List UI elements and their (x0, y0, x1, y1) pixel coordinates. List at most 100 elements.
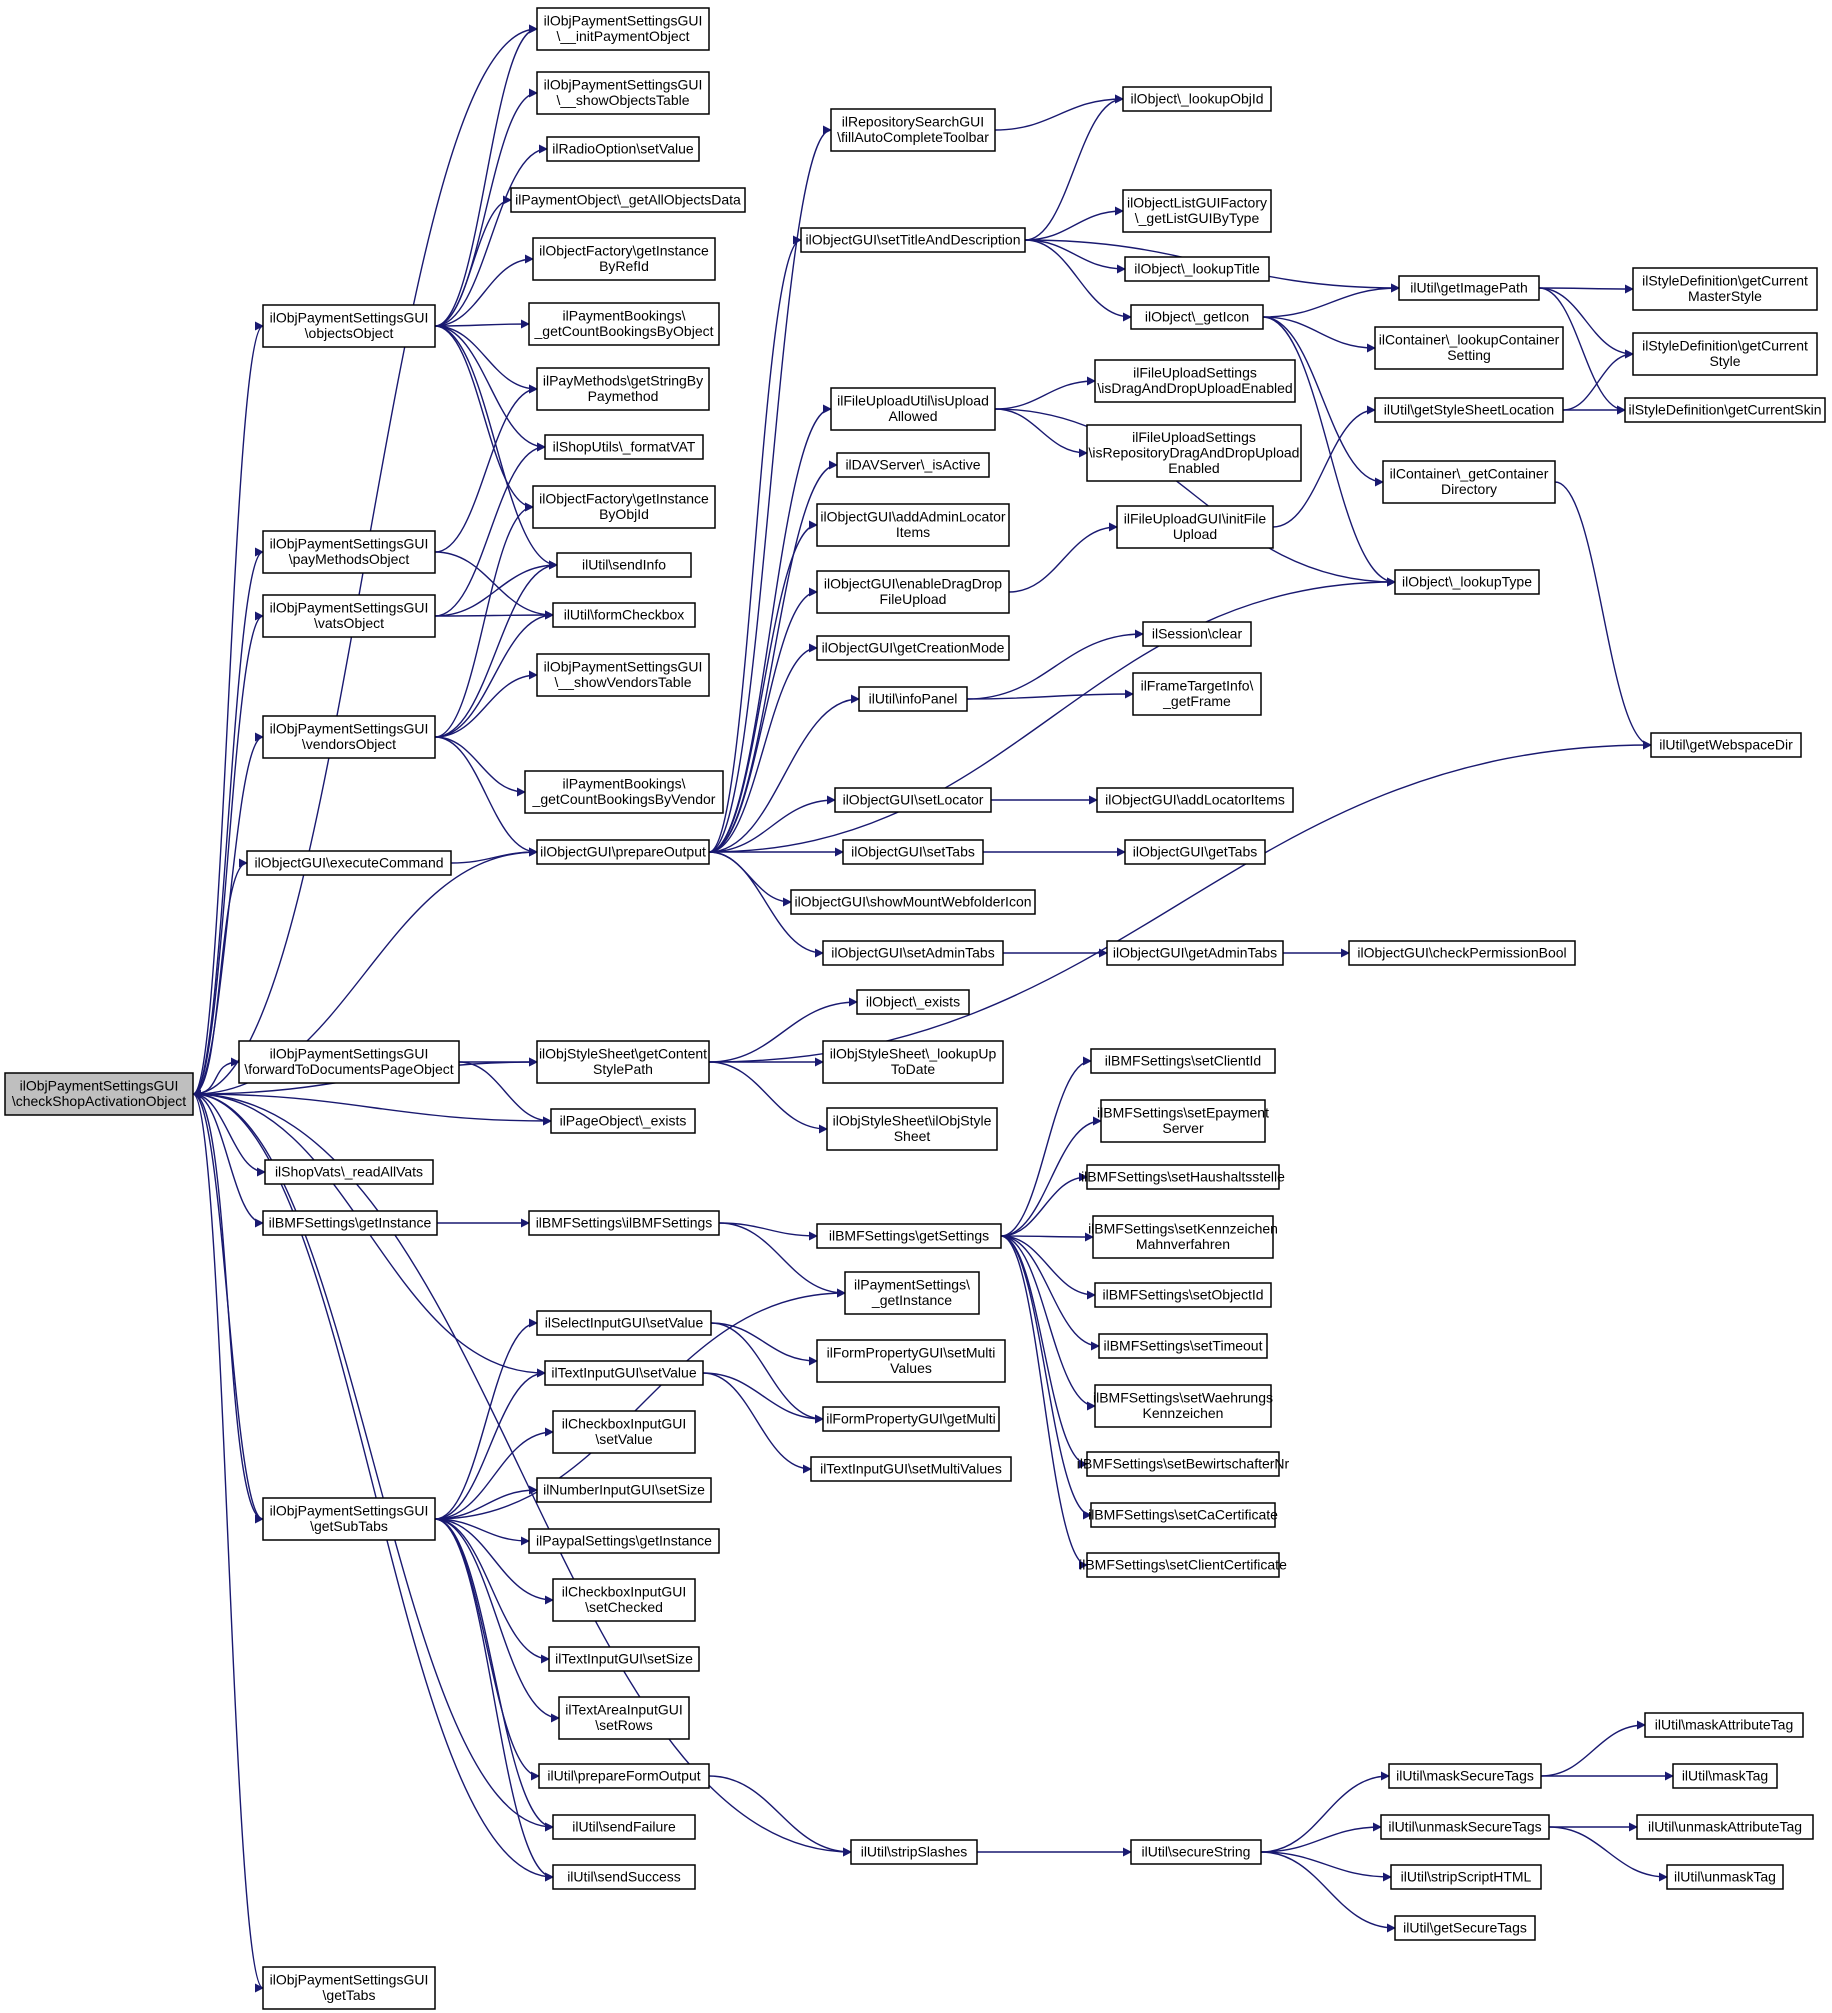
node-textSetValue[interactable]: ilTextInputGUI\setValue (544, 1360, 704, 1386)
node-formatVAT[interactable]: ilShopUtils\_formatVAT (544, 434, 704, 460)
node-infoPanel[interactable]: ilUtil\infoPanel (858, 686, 968, 712)
node-textAreaRows[interactable]: ilTextAreaInputGUI\setRows (558, 1696, 690, 1740)
node-stripSlashes[interactable]: ilUtil\stripSlashes (850, 1839, 978, 1865)
node-vendorsObject[interactable]: ilObjPaymentSettingsGUI\vendorsObject (262, 715, 436, 759)
node-paypalInst[interactable]: ilPaypalSettings\getInstance (528, 1528, 720, 1554)
node-bmfCtor[interactable]: ilBMFSettings\ilBMFSettings (528, 1210, 720, 1236)
node-unmaskAttr[interactable]: ilUtil\unmaskAttributeTag (1636, 1814, 1814, 1840)
node-secureString[interactable]: ilUtil\secureString (1130, 1839, 1262, 1865)
node-unmaskSecure[interactable]: ilUtil\unmaskSecureTags (1380, 1814, 1550, 1840)
node-showVendTable[interactable]: ilObjPaymentSettingsGUI\__showVendorsTab… (536, 653, 710, 697)
node-lookupObjId[interactable]: ilObject\_lookupObjId (1122, 86, 1272, 112)
node-lookupTitle[interactable]: ilObject\_lookupTitle (1124, 256, 1270, 282)
node-radioSetValue[interactable]: ilRadioOption\setValue (546, 136, 700, 162)
node-countBookObj[interactable]: ilPaymentBookings\_getCountBookingsByObj… (528, 302, 720, 346)
node-checkboxChecked[interactable]: ilCheckboxInputGUI\setChecked (552, 1578, 696, 1622)
node-setClientId[interactable]: ilBMFSettings\setClientId (1090, 1048, 1276, 1074)
node-readVats[interactable]: ilShopVats\_readAllVats (264, 1159, 434, 1185)
node-setObjectId[interactable]: ilBMFSettings\setObjectId (1094, 1282, 1272, 1308)
node-pageExists[interactable]: ilPageObject\_exists (550, 1108, 696, 1134)
node-lookupType[interactable]: ilObject\_lookupType (1394, 569, 1540, 595)
node-getAdminTabs[interactable]: ilObjectGUI\getAdminTabs (1106, 940, 1284, 966)
node-checkboxSetValue[interactable]: ilCheckboxInputGUI\setValue (552, 1410, 696, 1454)
node-root[interactable]: ilObjPaymentSettingsGUI\checkShopActivat… (4, 1072, 194, 1116)
node-getCreationMode[interactable]: ilObjectGUI\getCreationMode (816, 635, 1010, 661)
node-setTimeout[interactable]: ilBMFSettings\setTimeout (1098, 1333, 1268, 1359)
node-initPayment[interactable]: ilObjPaymentSettingsGUI\__initPaymentObj… (536, 7, 710, 51)
node-execCmd[interactable]: ilObjectGUI\executeCommand (246, 850, 452, 876)
node-getSecureTags[interactable]: ilUtil\getSecureTags (1394, 1915, 1536, 1941)
node-bmfGetInst[interactable]: ilBMFSettings\getInstance (262, 1210, 438, 1236)
node-bmfGetSettings[interactable]: ilBMFSettings\getSettings (816, 1223, 1002, 1249)
node-selectSetValue[interactable]: ilSelectInputGUI\setValue (536, 1310, 712, 1336)
node-sessClear[interactable]: ilSession\clear (1142, 621, 1252, 647)
node-setTitleDesc[interactable]: ilObjectGUI\setTitleAndDescription (800, 227, 1026, 253)
node-sendSuccess[interactable]: ilUtil\sendSuccess (552, 1864, 696, 1890)
node-setMultiValues[interactable]: ilFormPropertyGUI\setMultiValues (816, 1339, 1006, 1383)
node-getTabs[interactable]: ilObjPaymentSettingsGUI\getTabs (262, 1966, 436, 2010)
node-objectsObject[interactable]: ilObjPaymentSettingsGUI\objectsObject (262, 304, 436, 348)
node-formCheckbox[interactable]: ilUtil\formCheckbox (552, 602, 696, 628)
node-getSubTabs[interactable]: ilObjPaymentSettingsGUI\getSubTabs (262, 1497, 436, 1541)
node-countBookVend[interactable]: ilPaymentBookings\_getCountBookingsByVen… (524, 770, 724, 814)
node-objExists[interactable]: ilObject\_exists (856, 989, 970, 1015)
node-stripScript[interactable]: ilUtil\stripScriptHTML (1390, 1864, 1542, 1890)
node-dndEnabled[interactable]: ilFileUploadSettings\isDragAndDropUpload… (1094, 359, 1296, 403)
node-maskSecure[interactable]: ilUtil\maskSecureTags (1388, 1763, 1542, 1789)
node-setKennz[interactable]: ilBMFSettings\setKennzeichenMahnverfahre… (1088, 1215, 1278, 1259)
node-setHaushalt[interactable]: ilBMFSettings\setHaushaltsstelle (1081, 1164, 1285, 1190)
node-getMulti[interactable]: ilFormPropertyGUI\getMulti (822, 1406, 1000, 1432)
node-getAllObjData[interactable]: ilPaymentObject\_getAllObjectsData (510, 187, 746, 213)
node-setBewirt[interactable]: ilBMFSettings\setBewirtschafterNr (1077, 1451, 1290, 1477)
node-sendInfo[interactable]: ilUtil\sendInfo (556, 552, 692, 578)
node-davActive[interactable]: ilDAVServer\_isActive (836, 452, 990, 478)
node-getIcon[interactable]: ilObject\_getIcon (1130, 304, 1264, 330)
node-styleSheetCtor[interactable]: ilObjStyleSheet\ilObjStyleSheet (826, 1107, 998, 1151)
node-unmaskTag[interactable]: ilUtil\unmaskTag (1666, 1864, 1784, 1890)
node-numberSetSize[interactable]: ilNumberInputGUI\setSize (536, 1477, 712, 1503)
node-setTabs[interactable]: ilObjectGUI\setTabs (842, 839, 984, 865)
node-setAdminTabs[interactable]: ilObjectGUI\setAdminTabs (822, 940, 1004, 966)
node-prepOut[interactable]: ilObjectGUI\prepareOutput (536, 839, 710, 865)
node-paySettInst[interactable]: ilPaymentSettings\_getInstance (844, 1271, 980, 1315)
node-showMount[interactable]: ilObjectGUI\showMountWebfolderIcon (790, 889, 1036, 915)
node-maskAttr[interactable]: ilUtil\maskAttributeTag (1644, 1712, 1804, 1738)
node-sendFailure[interactable]: ilUtil\sendFailure (552, 1814, 696, 1840)
node-repoSearch[interactable]: ilRepositorySearchGUI\fillAutoCompleteTo… (830, 108, 996, 152)
node-setLocator[interactable]: ilObjectGUI\setLocator (834, 787, 992, 813)
node-fwdDocs[interactable]: ilObjPaymentSettingsGUI\forwardToDocumen… (238, 1040, 460, 1084)
node-frameTarget[interactable]: ilFrameTargetInfo\_getFrame (1132, 672, 1262, 716)
node-repoDnd[interactable]: ilFileUploadSettings\isRepositoryDragAnd… (1086, 424, 1302, 482)
node-addLocItems[interactable]: ilObjectGUI\addLocatorItems (1096, 787, 1294, 813)
node-curSkin[interactable]: ilStyleDefinition\getCurrentSkin (1624, 397, 1826, 423)
node-textSetSize[interactable]: ilTextInputGUI\setSize (548, 1646, 700, 1672)
node-getImagePath[interactable]: ilUtil\getImagePath (1398, 275, 1540, 301)
node-maskTag[interactable]: ilUtil\maskTag (1672, 1763, 1778, 1789)
node-styleSheetLoc[interactable]: ilUtil\getStyleSheetLocation (1374, 397, 1564, 423)
node-listGUIFactory[interactable]: ilObjectListGUIFactory\_getListGUIByType (1122, 189, 1272, 233)
node-webspaceDir[interactable]: ilUtil\getWebspaceDir (1650, 732, 1802, 758)
node-setClientCert[interactable]: ilBMFSettings\setClientCertificate (1079, 1552, 1287, 1578)
node-checkPerm[interactable]: ilObjectGUI\checkPermissionBool (1348, 940, 1576, 966)
node-prepFormOut[interactable]: ilUtil\prepareFormOutput (538, 1763, 710, 1789)
node-getTabsOG[interactable]: ilObjectGUI\getTabs (1124, 839, 1266, 865)
node-showObjTable[interactable]: ilObjPaymentSettingsGUI\__showObjectsTab… (536, 71, 710, 115)
node-payMethodsObject[interactable]: ilObjPaymentSettingsGUI\payMethodsObject (262, 530, 436, 574)
node-setCaCert[interactable]: ilBMFSettings\setCaCertificate (1088, 1502, 1278, 1528)
node-textMultiValues[interactable]: ilTextInputGUI\setMultiValues (810, 1456, 1012, 1482)
